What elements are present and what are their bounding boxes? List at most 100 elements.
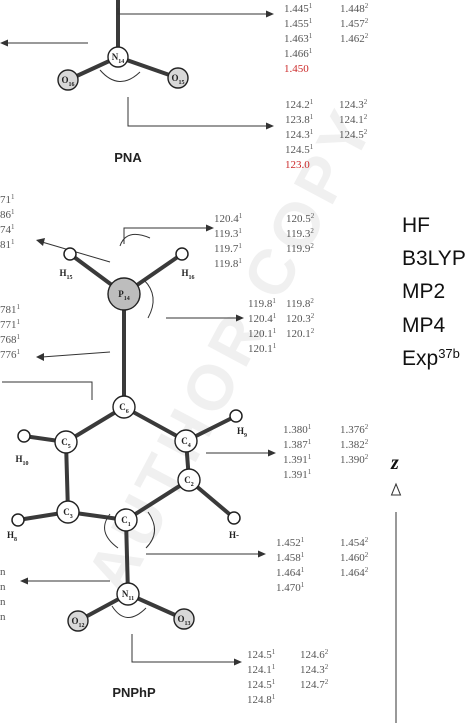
value-label: 124.21 — [285, 98, 314, 111]
arrow-head — [236, 314, 244, 322]
value-label: 119.81 — [248, 297, 276, 310]
legend-exp-ref: 37b — [438, 346, 460, 361]
value-number: 86 — [0, 209, 12, 221]
value-method-index: 2 — [311, 312, 315, 320]
legend-mp4: MP4 — [402, 314, 446, 337]
value-method-index: 2 — [365, 2, 369, 10]
value-number: 1.382 — [340, 439, 365, 451]
value-number: 124.1 — [247, 664, 272, 676]
atom-sphere — [17, 429, 31, 443]
value-label: 119.82 — [286, 297, 314, 310]
atom-symbol: H — [59, 268, 66, 278]
atom-index: 14 — [118, 59, 124, 65]
atom-label: C6 — [119, 402, 129, 415]
arc-c1-right — [145, 511, 155, 549]
atom-label: H8 — [7, 530, 17, 543]
value-number: 1.450 — [284, 63, 309, 75]
atom-index: 6 — [126, 409, 129, 415]
atom-label: N14 — [112, 52, 125, 65]
value-label: 124.31 — [285, 128, 314, 141]
value-label: 120.41 — [214, 212, 243, 225]
atom-label: H- — [229, 530, 239, 540]
value-label: 7681 — [0, 333, 21, 346]
arrow-head — [266, 10, 274, 18]
value-method-index: 1 — [309, 17, 313, 25]
value-method-index: 1 — [238, 257, 242, 265]
atom-sphere — [167, 67, 189, 89]
legend: HF B3LYP MP2 MP4 Exp37b — [402, 214, 466, 370]
atom-symbol: O — [71, 616, 78, 626]
value-number: 124.8 — [247, 694, 272, 706]
value-label: 120.52 — [286, 212, 315, 225]
atom-index: 16 — [69, 82, 75, 88]
values-left-mid: 7811 771 1 7681 7761 — [0, 303, 21, 361]
value-method-index: 1 — [310, 128, 314, 136]
value-number: 1.380 — [283, 424, 308, 436]
atom-c1: C1 — [114, 508, 138, 532]
value-label: 120.32 — [286, 312, 315, 325]
bond-c1-n11 — [124, 518, 130, 596]
value-method-index: 1 — [273, 312, 277, 320]
arc-p-c — [143, 279, 154, 319]
atom-sphere — [229, 409, 243, 423]
atom-h15: H15 — [59, 247, 77, 281]
atom-sphere — [173, 608, 195, 630]
atom-index: 13 — [185, 621, 191, 627]
value-label: 124.62 — [300, 648, 329, 661]
value-method-index: 1 — [273, 342, 277, 350]
value-method-index: 1 — [309, 47, 313, 55]
value-label: 1.4631 — [284, 32, 313, 45]
value-label: 7761 — [0, 348, 21, 361]
value-label: 7811 — [0, 303, 21, 316]
value-method-index: 2 — [325, 648, 329, 656]
atom-sphere — [116, 582, 140, 606]
atom-p14: P14 — [107, 277, 141, 311]
arrow-left-mid — [41, 351, 111, 358]
left-edge-mark: n — [0, 581, 6, 593]
value-number: 771 — [0, 319, 17, 331]
value-label: 120.41 — [248, 312, 277, 325]
value-method-index: 2 — [364, 128, 368, 136]
value-label: 1.3911 — [283, 468, 312, 481]
value-label: 123.81 — [285, 113, 314, 126]
value-number: 124.3 — [300, 664, 325, 676]
atom-c4: C4 — [174, 429, 198, 453]
value-number: 124.5 — [247, 649, 272, 661]
value-label: 1.4622 — [340, 32, 369, 45]
atom-index: 9 — [244, 433, 247, 439]
atom-h10: H10 — [15, 429, 31, 467]
value-method-index: 1 — [17, 348, 21, 356]
value-number: 1.387 — [283, 439, 308, 451]
pna-bond-arrow — [117, 8, 270, 15]
atom-sphere — [175, 247, 189, 261]
value-label: 1.4701 — [276, 581, 305, 594]
z-axis-label: z — [390, 452, 399, 474]
value-method-index: 1 — [273, 327, 277, 335]
atom-symbol: N — [122, 589, 129, 599]
atom-symbol: O — [177, 614, 184, 624]
legend-hf: HF — [402, 214, 430, 237]
value-number: 1.455 — [284, 18, 309, 30]
value-method-index: 1 — [272, 297, 276, 305]
value-number: 124.2 — [285, 99, 310, 111]
value-number: 81 — [0, 239, 11, 251]
value-number: 1.460 — [340, 552, 365, 564]
atom-index: 5 — [68, 444, 71, 450]
value-number: 120.1 — [248, 328, 273, 340]
value-method-index: 1 — [308, 453, 312, 461]
atom-index: 10 — [23, 461, 29, 467]
atom-sphere — [11, 513, 25, 527]
arrow-angle-top — [123, 227, 210, 244]
value-method-index: 1 — [239, 212, 243, 220]
value-number: 119.7 — [214, 243, 239, 255]
legend-exp-text: Exp — [402, 347, 438, 370]
atom-sphere — [63, 247, 77, 261]
value-method-index: 2 — [311, 212, 315, 220]
atom-symbol: P — [118, 289, 124, 299]
value-label: 1.4451 — [284, 2, 313, 15]
value-method-index: 1 — [272, 693, 276, 701]
value-number: 1.391 — [283, 454, 308, 466]
